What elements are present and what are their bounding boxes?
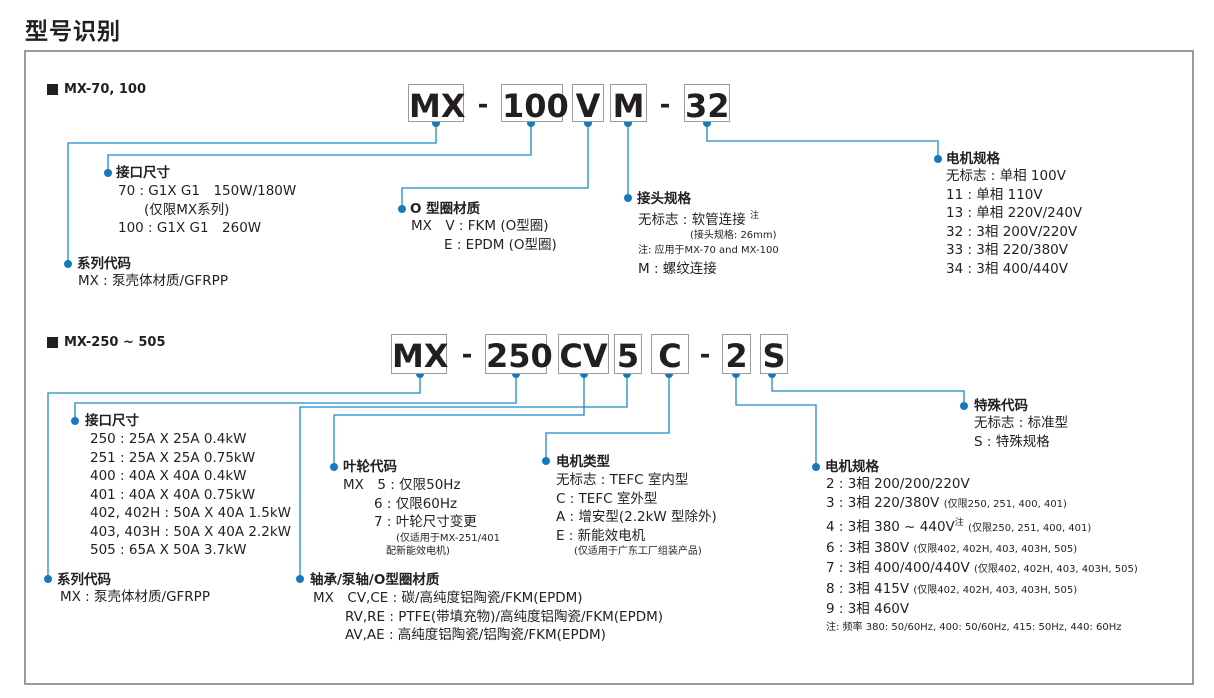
connector-dot <box>960 402 968 410</box>
interface-title: 接口尺寸 <box>116 165 170 181</box>
special-list: 无标志 : 标准型 S : 特殊规格 <box>974 415 1069 450</box>
motor-list: 无标志 : 单相 100V 11 : 单相 110V 13 : 单相 220V/… <box>946 168 1083 277</box>
connector-dot <box>812 463 820 471</box>
code-dash: - <box>461 340 473 370</box>
code-box-joint: M <box>610 84 647 122</box>
motor-type-title: 电机类型 <box>556 454 610 470</box>
code-box-oring: V <box>572 84 604 122</box>
motor-footnote: 注: 频率 380: 50/60Hz, 400: 50/60Hz, 415: 5… <box>826 621 1122 633</box>
connector-dot <box>934 155 942 163</box>
motor-title: 电机规格 <box>825 459 879 475</box>
connector-dot <box>44 575 52 583</box>
motor-title: 电机规格 <box>946 151 1000 167</box>
content-frame <box>24 50 1194 685</box>
connector-dot <box>330 463 338 471</box>
code-box-motor-type: C <box>651 334 689 374</box>
series-title: 系列代码 <box>57 572 111 588</box>
motor-row: 3 : 3相 220/380V (仅限250, 251, 400, 401) <box>826 494 1067 511</box>
motor-row: 8 : 3相 415V (仅限402, 402H, 403, 403H, 505… <box>826 580 1078 597</box>
connector-dot <box>104 169 112 177</box>
joint-list: 无标志 : 软管连接 注 (接头规格: 26mm) 注: 应用于MX-70 an… <box>638 211 779 277</box>
connector-dot <box>542 457 550 465</box>
code-box-motor: 32 <box>684 84 730 122</box>
code-dash: - <box>477 90 489 120</box>
joint-title: 接头规格 <box>637 191 691 207</box>
code-box-mx: MX <box>408 84 466 122</box>
connector-dot <box>71 417 79 425</box>
section-label-bottom: MX-250 ~ 505 <box>47 335 166 350</box>
code-box-bearing: CV <box>558 334 609 374</box>
special-title: 特殊代码 <box>974 398 1028 414</box>
bearing-title: 轴承/泵轴/O型圈材质 <box>310 572 440 588</box>
motor-row: 6 : 3相 380V (仅限402, 402H, 403, 403H, 505… <box>826 539 1078 556</box>
impeller-list: MX 5 : 仅限50Hz 6 : 仅限60Hz 7 : 叶轮尺寸变更 (仅适用… <box>343 477 501 557</box>
square-bullet-icon <box>47 337 58 348</box>
series-list: MX : 泵壳体材质/GFRPP <box>60 589 210 605</box>
interface-title: 接口尺寸 <box>85 413 139 429</box>
oring-title: O 型圈材质 <box>410 201 481 217</box>
code-box-special: S <box>760 334 788 374</box>
code-box-impeller: 5 <box>614 334 642 374</box>
connector-dot <box>398 205 406 213</box>
square-bullet-icon <box>47 84 58 95</box>
code-dash: - <box>699 340 711 370</box>
connector-dot <box>624 194 632 202</box>
series-list: MX : 泵壳体材质/GFRPP <box>78 273 228 289</box>
impeller-title: 叶轮代码 <box>343 459 397 475</box>
motor-list: 2 : 3相 200/200/220V 3 : 3相 220/380V (仅限2… <box>826 475 1138 637</box>
code-box-mx: MX <box>391 334 449 374</box>
code-box-size: 100 <box>501 84 569 122</box>
section-label-top: MX-70, 100 <box>47 82 146 97</box>
motor-type-list: 无标志 : TEFC 室内型 C : TEFC 室外型 A : 增安型(2.2k… <box>556 472 717 557</box>
motor-row: 2 : 3相 200/200/220V <box>826 476 970 492</box>
code-box-size: 250 <box>485 334 553 374</box>
connector-dot <box>64 260 72 268</box>
code-dash: - <box>659 90 671 120</box>
motor-row: 4 : 3相 380 ~ 440V注 (仅限250, 251, 400, 401… <box>826 518 1092 535</box>
connector-dot <box>296 575 304 583</box>
series-title: 系列代码 <box>77 256 131 272</box>
code-box-motor: 2 <box>722 334 751 374</box>
oring-list: MX V : FKM (O型圈) E : EPDM (O型圈) <box>411 218 557 253</box>
page-title: 型号识别 <box>25 19 121 45</box>
bearing-list: MX CV,CE : 碳/高纯度铝陶瓷/FKM(EPDM) RV,RE : PT… <box>313 590 664 643</box>
motor-row: 9 : 3相 460V <box>826 601 910 617</box>
motor-row: 7 : 3相 400/400/440V (仅限402, 402H, 403, 4… <box>826 560 1138 576</box>
interface-list: 70 : G1X G1 150W/180W (仅限MX系列) 100 : G1X… <box>118 183 297 236</box>
interface-list: 250 : 25A X 25A 0.4kW 251 : 25A X 25A 0.… <box>90 431 291 558</box>
